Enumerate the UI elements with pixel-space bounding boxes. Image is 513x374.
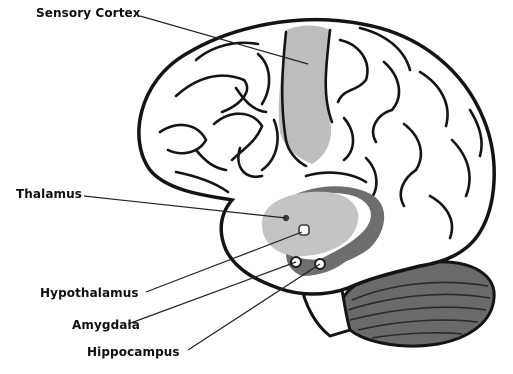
hypothalamus-marker [299,225,309,235]
leader-amygdala [128,262,296,324]
amygdala-label: Amygdala [72,318,140,332]
thalamus-label: Thalamus [16,187,82,201]
hippocampus-label: Hippocampus [87,345,180,359]
sensory-cortex-label: Sensory Cortex [36,6,141,20]
hypothalamus-label: Hypothalamus [40,286,139,300]
